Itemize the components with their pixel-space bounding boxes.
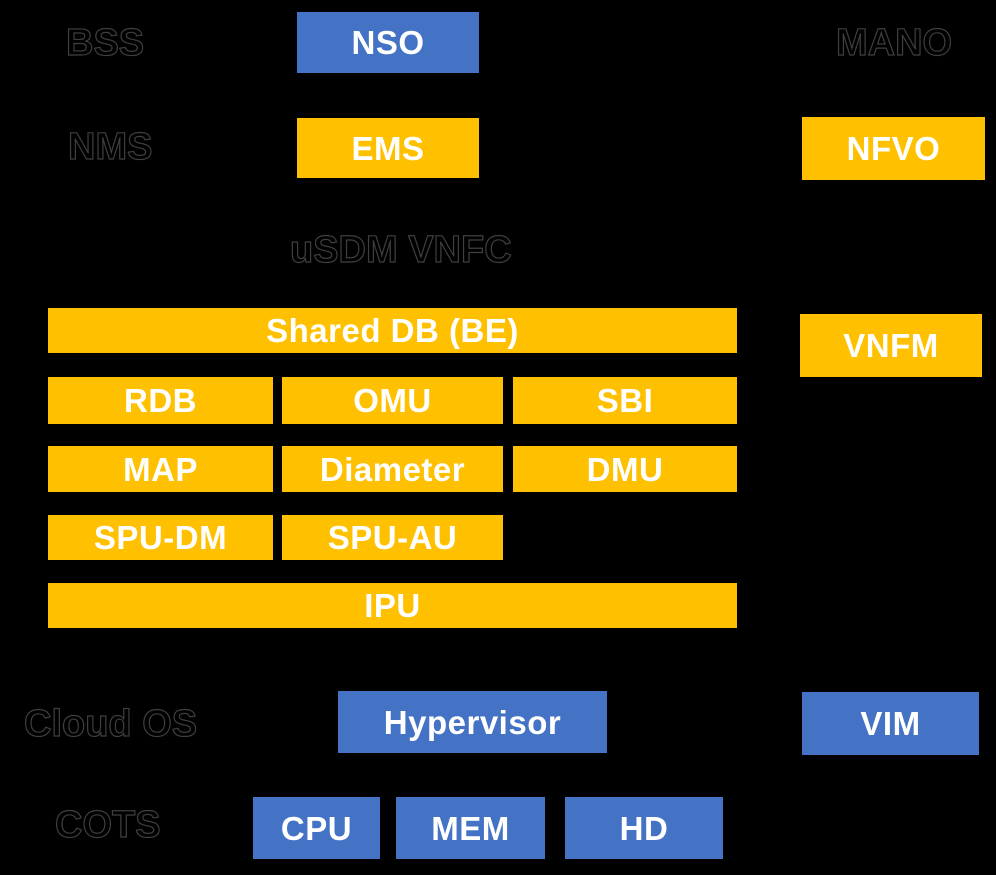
diameter-box: Diameter [282, 446, 503, 492]
omu-box: OMU [282, 377, 503, 424]
vnfm-box: VNFM [800, 314, 982, 377]
spu-au-box: SPU-AU [282, 515, 503, 560]
usdm-vnfc-title: uSDM VNFC [289, 229, 512, 271]
ems-box: EMS [297, 118, 479, 178]
shared-db-box: Shared DB (BE) [48, 308, 737, 353]
cots-label: COTS [54, 804, 161, 846]
dmu-box: DMU [513, 446, 737, 492]
nms-label: NMS [67, 126, 153, 168]
spu-dm-box: SPU-DM [48, 515, 273, 560]
cloud-os-label: Cloud OS [23, 703, 198, 745]
cpu-box: CPU [253, 797, 380, 859]
ipu-box: IPU [48, 583, 737, 628]
hd-box: HD [565, 797, 723, 859]
mem-box: MEM [396, 797, 545, 859]
sbi-box: SBI [513, 377, 737, 424]
bss-label: BSS [65, 22, 145, 64]
mano-label: MANO [835, 22, 953, 64]
rdb-box: RDB [48, 377, 273, 424]
map-box: MAP [48, 446, 273, 492]
hypervisor-box: Hypervisor [338, 691, 607, 753]
vim-box: VIM [802, 692, 979, 755]
nso-box: NSO [297, 12, 479, 73]
nfvo-box: NFVO [802, 117, 985, 180]
